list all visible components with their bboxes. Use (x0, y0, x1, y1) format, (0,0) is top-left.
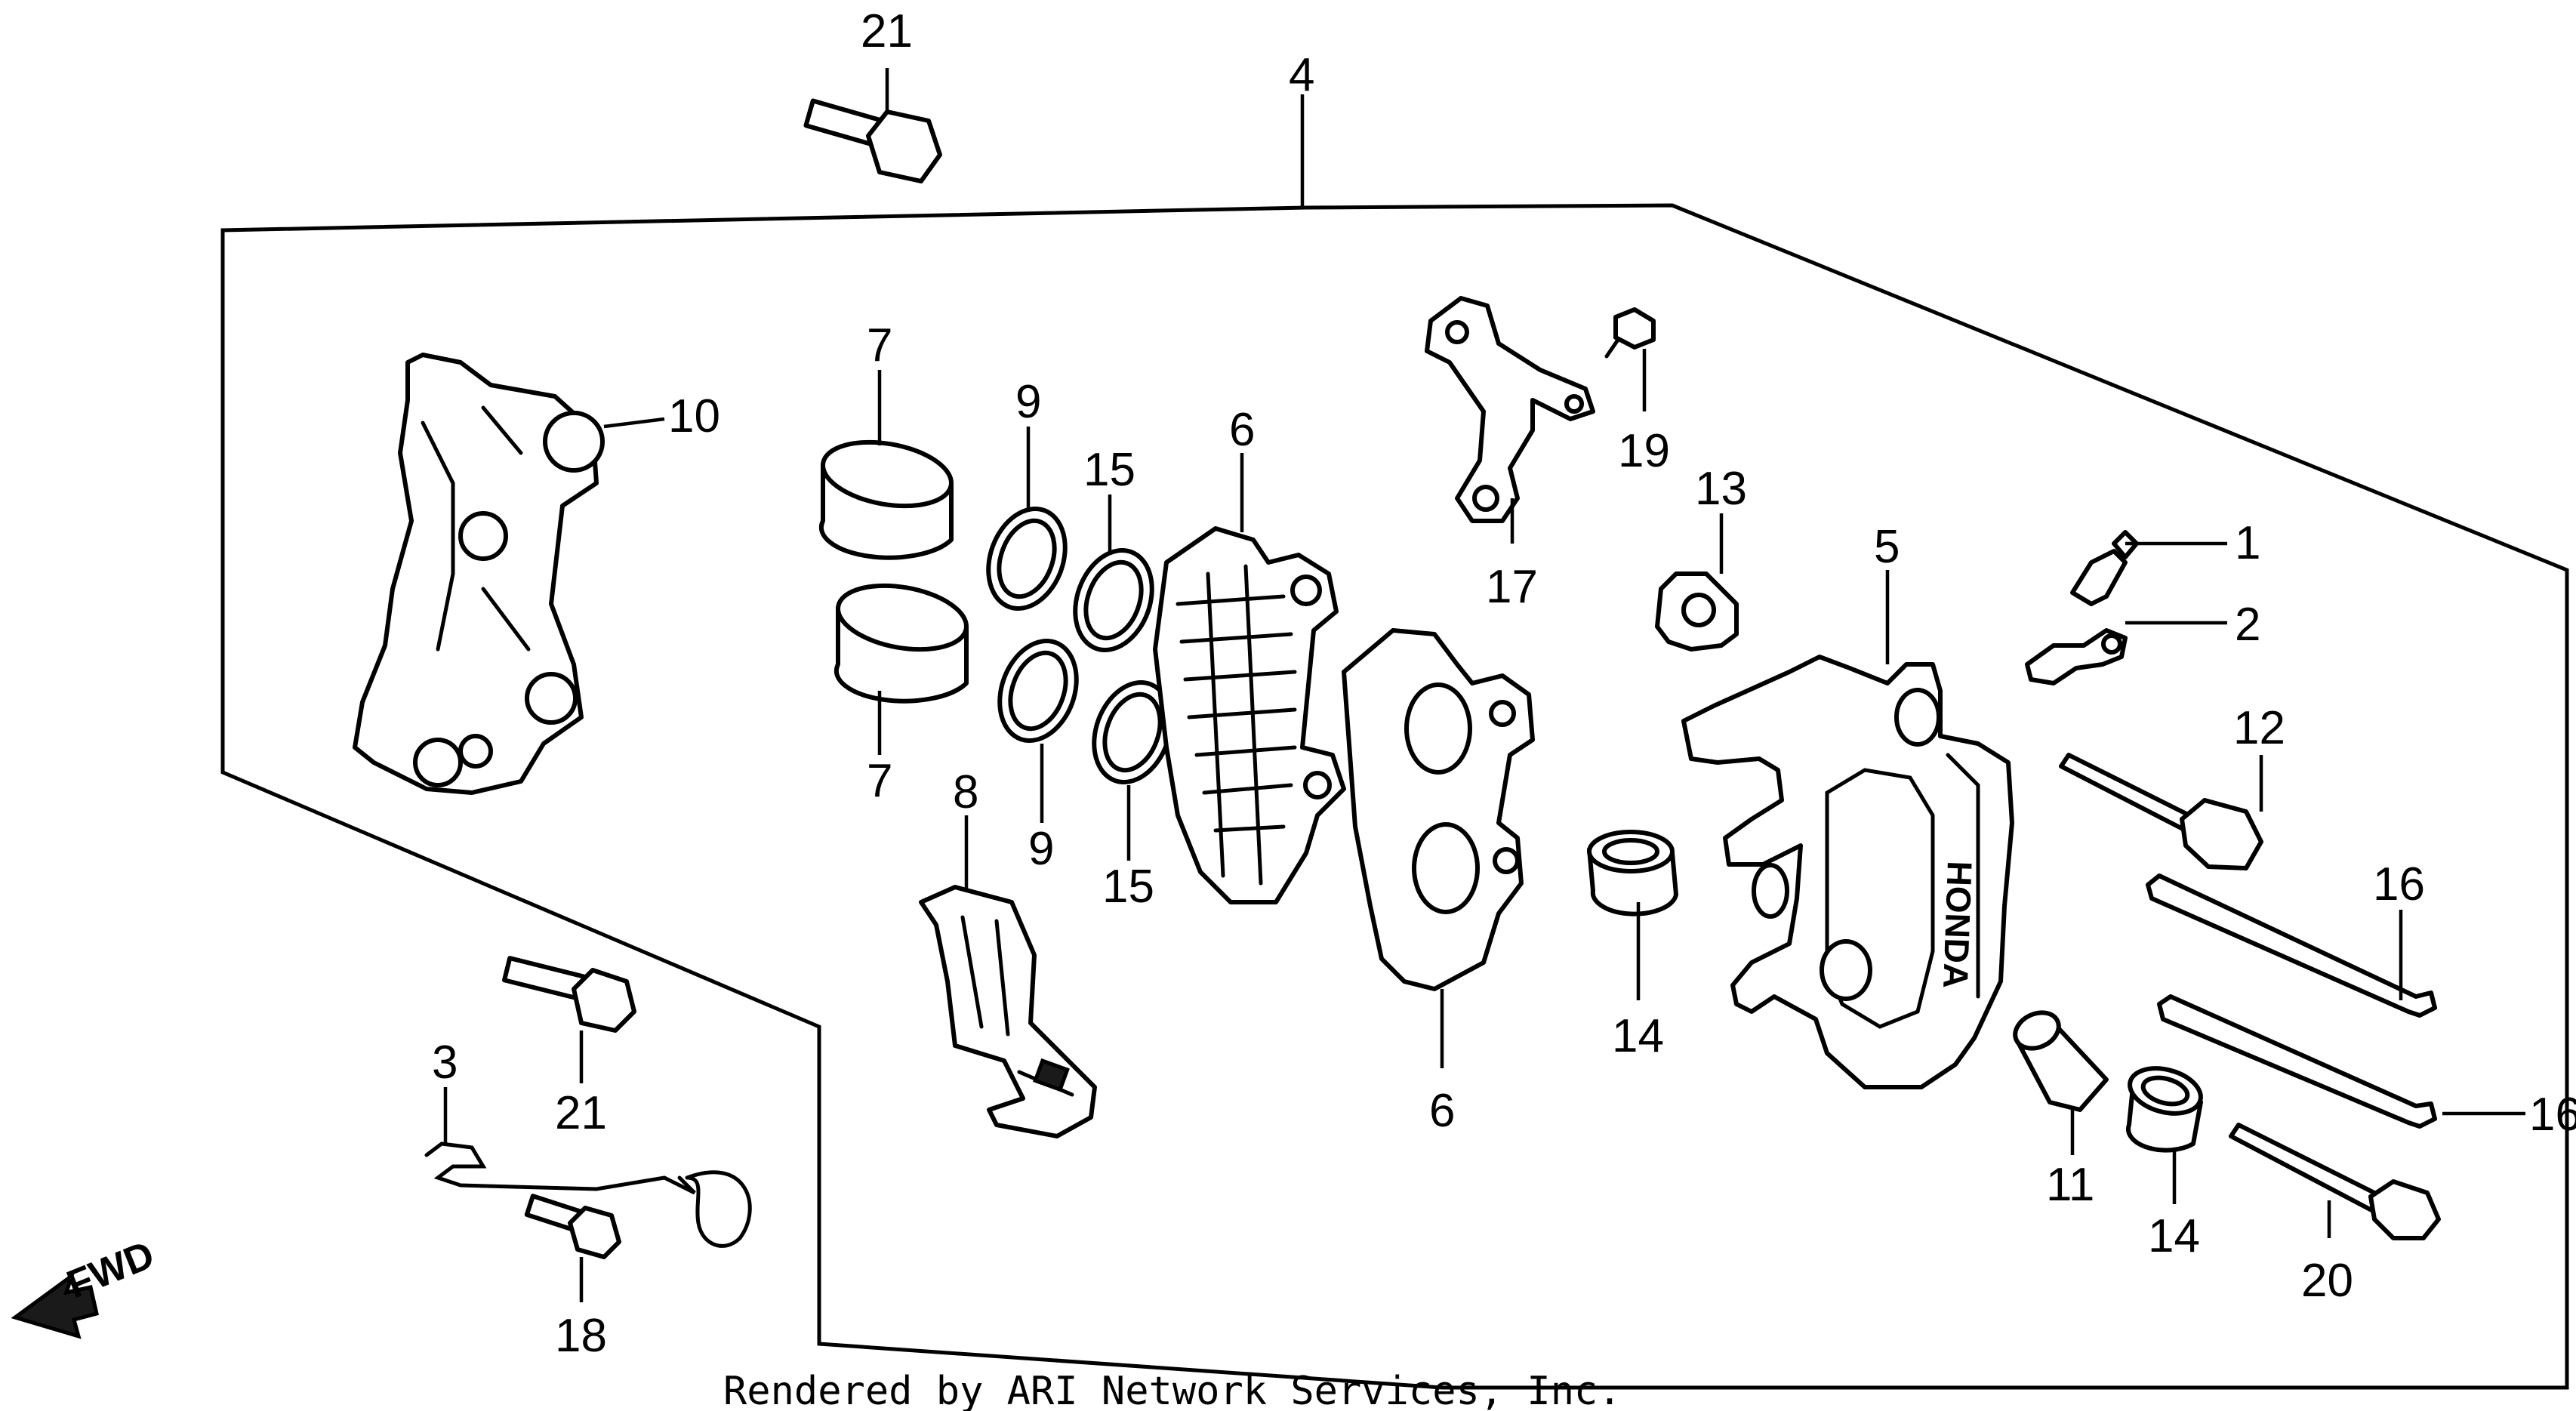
bolt-19 (1604, 307, 1656, 359)
dust-seal-15-upper (1073, 548, 1154, 652)
seal-9-upper (986, 507, 1068, 611)
sleeve-14-left (1587, 830, 1678, 917)
callout-17: 17 (1486, 561, 1538, 613)
callout-10: 10 (668, 390, 720, 442)
retainer-clip-3 (424, 1141, 752, 1248)
callout-14-left: 14 (1612, 1010, 1664, 1062)
callout-15-bottom: 15 (1102, 861, 1154, 913)
callout-20: 20 (2301, 1255, 2353, 1307)
brake-pad-6-front (1153, 526, 1346, 904)
bolt-21-top (803, 98, 942, 183)
leader-lines (443, 68, 2525, 1302)
credit-line: Rendered by ARI Network Services, Inc. (723, 1369, 1622, 1411)
callout-15-top: 15 (1083, 444, 1135, 496)
assembly-outline (220, 203, 2569, 1390)
callout-12: 12 (2233, 702, 2285, 754)
callout-9-top: 9 (1015, 376, 1041, 428)
pad-pin-16-lower (2157, 994, 2437, 1129)
pad-spring-8 (919, 885, 1097, 1138)
callout-18: 18 (555, 1310, 607, 1362)
callout-3: 3 (432, 1037, 458, 1089)
callout-11: 11 (2046, 1159, 2094, 1211)
seal-9-lower (997, 639, 1079, 743)
sleeve-14-right (2126, 1066, 2203, 1153)
callout-7-top: 7 (867, 319, 892, 371)
brake-pad-6-rear (1342, 628, 1535, 991)
fwd-arrow-icon (11, 1271, 99, 1339)
callout-4: 4 (1289, 49, 1314, 101)
caliper-bracket-10 (353, 353, 605, 795)
cap-13 (1655, 571, 1739, 652)
caliper-body-5: HONDA (1681, 655, 2014, 1089)
callout-labels: 21 4 10 7 7 9 9 15 15 6 6 8 17 19 13 5 1… (432, 5, 2576, 1362)
callout-19: 19 (1618, 425, 1670, 477)
bracket-plate-17 (1425, 296, 1595, 523)
callout-5: 5 (1874, 521, 1900, 573)
piston-7-lower (834, 583, 969, 704)
pin-sleeve-11 (2013, 1010, 2109, 1112)
caliper-brand-text: HONDA (1936, 861, 1980, 989)
pin-bolt-12 (2059, 753, 2263, 870)
callout-16-bottom: 16 (2529, 1089, 2576, 1141)
fwd-direction-indicator: FWD (11, 1233, 161, 1339)
callout-2: 2 (2235, 599, 2260, 651)
pad-pin-16-upper (2146, 873, 2437, 1018)
bolt-21-lower (502, 956, 636, 1033)
bolt-18 (524, 1194, 621, 1259)
piston-7-upper (818, 439, 954, 560)
callout-1: 1 (2235, 517, 2260, 569)
callout-7-bottom: 7 (867, 755, 892, 807)
callout-6-bottom: 6 (1429, 1085, 1455, 1137)
callout-8: 8 (953, 766, 978, 818)
callout-21-lower: 21 (555, 1087, 607, 1139)
bolt-20 (2229, 1123, 2441, 1240)
callout-21-top: 21 (861, 5, 913, 57)
callout-13: 13 (1695, 463, 1747, 515)
bleeder-cap-2 (2025, 628, 2128, 685)
callout-6-top: 6 (1229, 404, 1255, 456)
fwd-label: FWD (61, 1233, 161, 1307)
callout-14-right: 14 (2148, 1210, 2200, 1262)
callout-9-bottom: 9 (1028, 823, 1054, 875)
callout-16-top: 16 (2373, 858, 2425, 910)
